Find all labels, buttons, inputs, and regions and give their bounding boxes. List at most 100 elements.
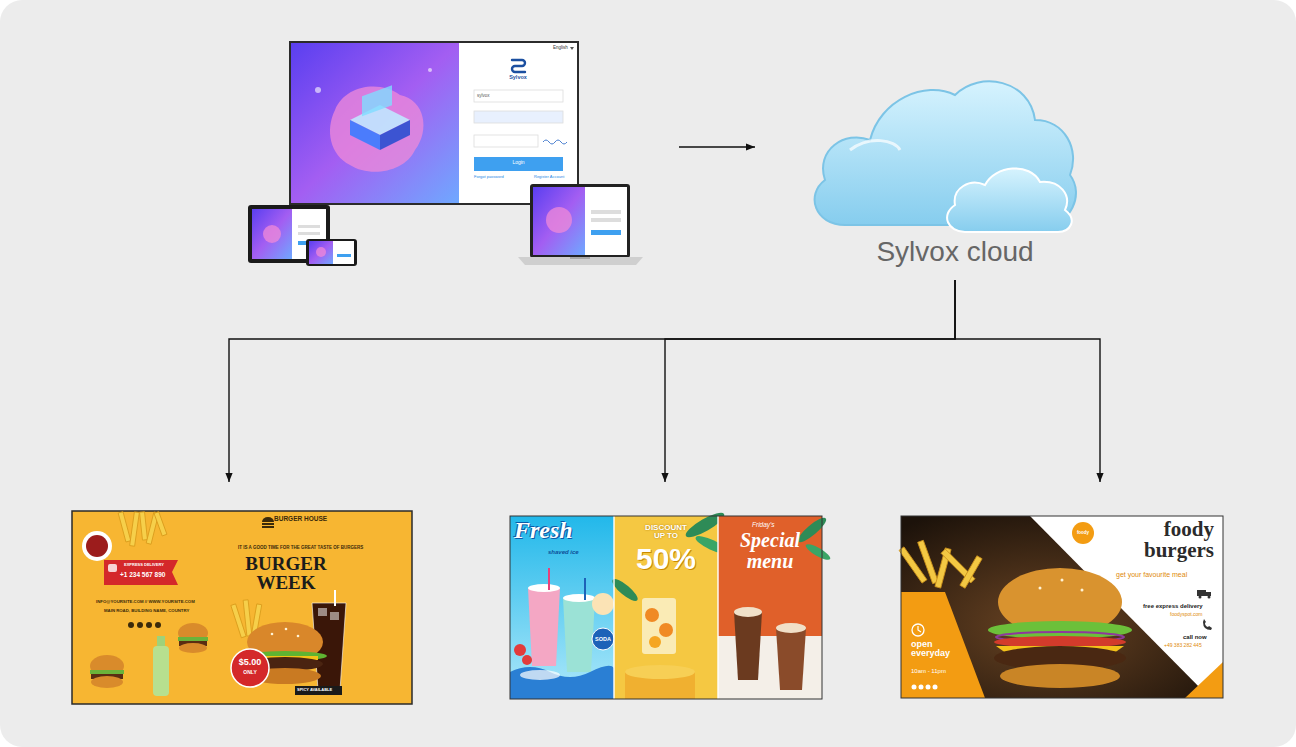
poster-text: MAIN ROAD, BUILDING NAME, COUNTRY bbox=[104, 609, 189, 614]
poster-text: $5.00 bbox=[234, 657, 266, 667]
foody-burgers-poster-part bbox=[919, 685, 924, 690]
poster-text: foodyspot.com bbox=[1170, 612, 1203, 618]
burger-week-poster-part bbox=[90, 670, 124, 674]
monitor-part bbox=[289, 41, 579, 205]
burger-week-poster-part bbox=[330, 612, 339, 620]
login-text: Forgot password bbox=[474, 175, 504, 180]
burger-week-poster bbox=[72, 511, 412, 704]
poster-text: +1 234 567 890 bbox=[120, 571, 165, 578]
foody-burgers-poster bbox=[899, 516, 1223, 698]
poster-text: IT IS A GOOD TIME FOR THE GREAT TASTE OF… bbox=[238, 545, 363, 550]
drinks-poster-part bbox=[528, 584, 560, 592]
foody-burgers-poster-part bbox=[1203, 619, 1212, 630]
foody-burgers-poster-part bbox=[912, 624, 924, 636]
foody-burgers-poster-part bbox=[1185, 662, 1223, 698]
laptop bbox=[518, 184, 643, 265]
poster-text: SODA bbox=[593, 636, 613, 642]
drinks-poster-part bbox=[528, 588, 560, 666]
poster-text: foody bbox=[1075, 530, 1091, 535]
connector-line bbox=[955, 280, 1100, 482]
drinks-poster-part bbox=[649, 636, 661, 648]
poster-text: foody burgers bbox=[1098, 519, 1214, 561]
login-text: English bbox=[553, 45, 568, 50]
foody-burgers-poster-part bbox=[901, 516, 1223, 698]
burger-week-poster-part-part bbox=[140, 512, 148, 540]
arrow-head-end bbox=[1096, 473, 1103, 482]
poster-text: call now bbox=[1183, 634, 1207, 641]
poster-text: Special menu bbox=[728, 530, 812, 572]
monitor-part bbox=[570, 47, 574, 50]
drinks-poster-part bbox=[563, 598, 595, 672]
drinks-poster-part bbox=[510, 516, 614, 699]
monitor-part bbox=[428, 68, 432, 72]
drinks-poster-part bbox=[592, 628, 614, 650]
laptop-part bbox=[591, 230, 621, 235]
tablet-part bbox=[252, 209, 292, 259]
cloud-part bbox=[850, 141, 900, 150]
drinks-poster-part bbox=[734, 612, 762, 680]
monitor-part bbox=[291, 43, 459, 203]
burger-week-poster-part bbox=[179, 643, 207, 653]
poster-text: DISCOUNT UP TO bbox=[640, 524, 692, 541]
monitor-part bbox=[315, 87, 321, 93]
drinks-poster bbox=[510, 509, 832, 699]
drinks-poster-part bbox=[718, 636, 822, 699]
phone-part bbox=[309, 241, 333, 264]
foody-burgers-poster-part bbox=[1000, 664, 1120, 688]
burger-week-poster-part-part bbox=[130, 512, 140, 546]
monitor-part bbox=[380, 120, 410, 150]
burger-week-poster-part bbox=[297, 635, 300, 638]
drinks-poster-part bbox=[584, 578, 586, 600]
monitor-part bbox=[474, 111, 563, 123]
burger-week-poster-part bbox=[82, 531, 112, 561]
monitor-part bbox=[512, 60, 525, 72]
burger-week-poster-part bbox=[318, 608, 327, 616]
arrow-head-end bbox=[225, 473, 232, 482]
tablet-part bbox=[298, 232, 320, 235]
burger-week-poster-part bbox=[118, 512, 167, 547]
poster-text: Fresh bbox=[514, 517, 573, 545]
foody-burgers-poster-part bbox=[1197, 590, 1206, 596]
tablet-part bbox=[248, 205, 330, 263]
laptop-part bbox=[530, 184, 630, 258]
drinks-poster-part bbox=[734, 607, 762, 617]
drinks-poster-part bbox=[563, 594, 595, 602]
device-group: EnglishSylvoxsylvoxLoginForgot passwordR… bbox=[248, 40, 679, 266]
burger-week-poster-part bbox=[334, 590, 336, 606]
burger-week-poster-part bbox=[91, 676, 123, 688]
connector-line bbox=[665, 280, 955, 482]
laptop-part bbox=[546, 207, 572, 233]
poster-text: Friday's bbox=[752, 521, 775, 528]
burger-week-poster-part bbox=[178, 637, 208, 641]
laptop-part bbox=[591, 218, 621, 222]
burger-week-poster-part bbox=[262, 523, 274, 525]
burger-week-poster-part bbox=[285, 628, 288, 631]
laptop-part bbox=[570, 257, 590, 259]
burger-week-poster-part bbox=[146, 622, 152, 628]
burger-week-poster-part bbox=[72, 511, 412, 704]
login-text: sylvox bbox=[477, 93, 490, 98]
poster-text: open everyday bbox=[911, 640, 963, 659]
cloud-part bbox=[947, 168, 1072, 232]
burger-week-poster-part bbox=[271, 633, 274, 636]
drinks-poster-part bbox=[717, 516, 719, 699]
tablet-part bbox=[298, 225, 320, 228]
drinks-poster-part bbox=[520, 670, 560, 680]
foody-burgers-poster-part-part bbox=[960, 556, 982, 588]
monitor-part bbox=[350, 120, 380, 150]
arrow-head-end bbox=[661, 473, 668, 482]
drinks-poster-part bbox=[625, 665, 695, 679]
burger-week-poster-part bbox=[231, 649, 269, 687]
laptop-part bbox=[591, 210, 621, 214]
foody-burgers-poster-part bbox=[1061, 579, 1064, 582]
burger-week-poster-part-part bbox=[243, 600, 252, 636]
monitor bbox=[289, 41, 579, 205]
burger-week-poster-part bbox=[153, 646, 169, 696]
poster-text: SPICY AVAILABLE bbox=[297, 688, 332, 693]
drinks-poster-part bbox=[514, 644, 526, 656]
drinks-poster-part bbox=[522, 655, 532, 665]
poster-text: BURGER WEEK bbox=[230, 554, 342, 592]
